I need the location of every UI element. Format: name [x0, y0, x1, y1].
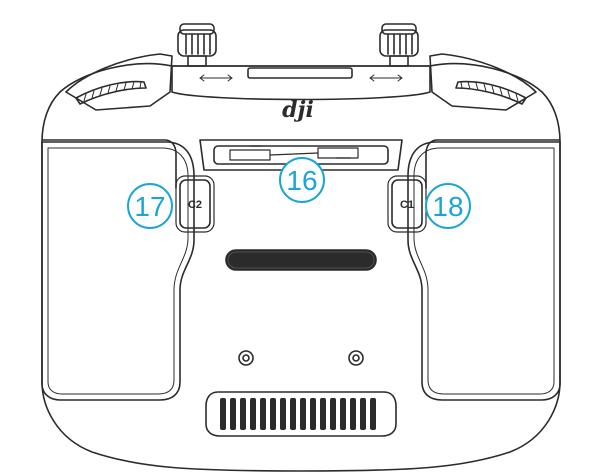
left-grip-inner [47, 147, 189, 395]
left-dial-ridges [83, 81, 142, 102]
air-vent-slots [220, 398, 376, 430]
top-slot [247, 67, 353, 79]
right-grip-panel [407, 141, 561, 401]
top-bar [171, 65, 431, 101]
slot-internal-clips [229, 145, 359, 161]
left-dial-wheel[interactable] [75, 80, 147, 105]
left-grip-panel [41, 141, 195, 401]
upper-shell-seam [41, 139, 561, 189]
callout-17-number: 17 [134, 191, 165, 222]
c2-button-label: C2 [188, 199, 202, 211]
right-dial-ridges [460, 81, 519, 102]
left-shoulder [65, 53, 173, 111]
right-arrow-marks [369, 74, 403, 82]
c2-button[interactable] [175, 175, 215, 233]
callout-16-number: 16 [286, 165, 317, 196]
right-control-stick[interactable] [379, 23, 419, 67]
callout-16: 16 [279, 157, 325, 203]
right-grip-inner [413, 147, 555, 395]
callout-17: 17 [127, 183, 173, 229]
right-screw [348, 350, 364, 366]
right-shoulder [429, 53, 537, 111]
controller-body-outline [41, 62, 561, 472]
left-screw [238, 350, 254, 366]
center-slot-housing [199, 139, 403, 171]
dji-logo: dji [282, 97, 314, 123]
callout-18-number: 18 [432, 191, 463, 222]
callout-18: 18 [425, 183, 471, 229]
right-dial-wheel[interactable] [455, 80, 527, 105]
speaker-grill [225, 249, 377, 271]
air-vent-housing [205, 391, 397, 437]
left-arrow-marks [199, 74, 233, 82]
c1-button-label: C1 [400, 199, 414, 211]
left-control-stick[interactable] [177, 23, 217, 67]
